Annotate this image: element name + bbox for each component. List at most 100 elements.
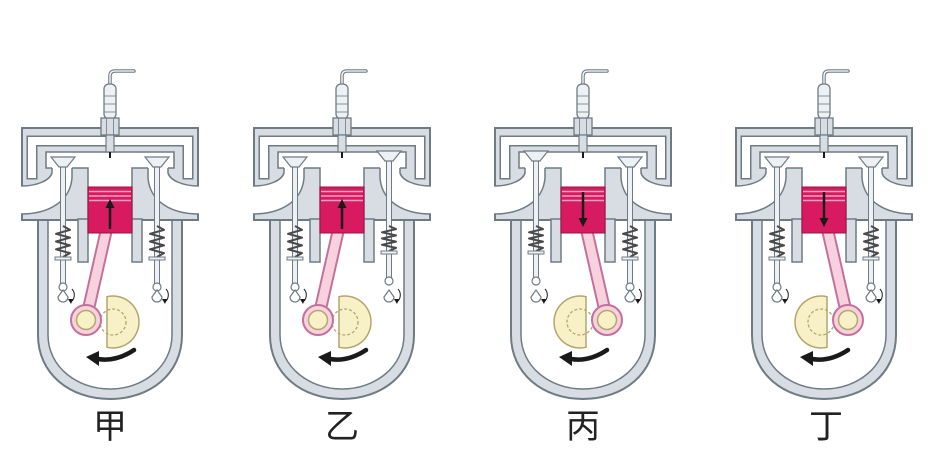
label-ding: 丁 (809, 407, 843, 447)
exhaust-spring-retainer (380, 250, 398, 255)
cylinder-wall-left (791, 218, 803, 263)
exhaust-cam-arrowhead-icon (876, 299, 881, 304)
exhaust-valve (857, 156, 885, 168)
exhaust-cam (151, 288, 163, 303)
spark-plug-hex-nut (814, 117, 834, 136)
spark-plug-body (578, 134, 588, 153)
exhaust-valve-spring (622, 225, 638, 258)
exhaust-valve (143, 156, 171, 168)
cylinder-wall-left (77, 218, 89, 263)
intake-port-outline (252, 168, 305, 215)
intake-port-outline (493, 168, 546, 215)
exhaust-valve-stem (868, 164, 874, 286)
spark-plug-body (105, 134, 115, 153)
exhaust-port-outline (379, 168, 432, 215)
intake-port-outline (734, 168, 787, 215)
exhaust-cam-arrowhead-icon (162, 299, 167, 304)
spark-plug-wire (582, 70, 608, 87)
exhaust-valve-stem (627, 164, 633, 286)
engine-1 (20, 69, 200, 401)
intake-cam-arrowhead-icon (68, 299, 73, 304)
rotation-arrowhead-icon (86, 351, 99, 366)
crank-pin (837, 309, 859, 331)
cylinder-wall-right (604, 218, 616, 263)
crank-pin (596, 309, 618, 331)
spark-plug-wire (341, 70, 367, 87)
spark-plug-hex-nut (100, 117, 120, 136)
exhaust-valve-spring (381, 225, 397, 252)
engine-2 (252, 69, 432, 401)
spark-plug-hex-nut (573, 117, 593, 136)
exhaust-port-outline (861, 168, 914, 215)
spark-plug-wire-outline (340, 69, 368, 88)
cylinder-wall-left (309, 218, 321, 263)
exhaust-cam (624, 288, 636, 303)
intake-cam (771, 288, 783, 303)
intake-valve-spring (528, 225, 544, 252)
spark-plug-insulator (817, 83, 831, 120)
spark-plug-wire-outline (581, 69, 609, 88)
spark-plug-body (819, 134, 829, 153)
label-yi: 乙 (325, 407, 359, 447)
crank-pin (307, 309, 329, 331)
exhaust-valve (375, 150, 403, 162)
intake-valve (49, 156, 77, 168)
label-bing: 丙 (566, 407, 600, 447)
label-jia: 甲 (93, 407, 127, 447)
spark-plug-wire-outline (108, 69, 136, 88)
intake-valve (522, 150, 550, 162)
intake-cam-arrowhead-icon (541, 299, 546, 304)
spark-plug-body (337, 134, 347, 153)
intake-cam-arrowhead-icon (782, 299, 787, 304)
engine-4 (734, 69, 914, 401)
engine-3 (493, 69, 673, 401)
exhaust-valve (616, 156, 644, 168)
intake-spring-retainer (286, 256, 304, 261)
intake-cam (530, 288, 542, 303)
piston-direction-arrowhead-icon (337, 199, 347, 208)
spark-plug-wire-outline (822, 69, 850, 88)
intake-valve-spring (55, 225, 71, 258)
intake-valve-spring (287, 225, 303, 258)
exhaust-valve-stem (386, 158, 392, 280)
piston-direction-arrowhead-icon (105, 199, 115, 208)
rotation-arrow-icon (327, 347, 369, 362)
intake-valve (763, 156, 791, 168)
intake-cam-arrowhead-icon (300, 299, 305, 304)
intake-port-outline (20, 168, 73, 215)
cylinder-wall-left (550, 218, 562, 263)
spark-plug-insulator (335, 83, 349, 120)
exhaust-tappet (384, 276, 394, 286)
exhaust-port-outline (147, 168, 200, 215)
rotation-arrowhead-icon (559, 351, 572, 366)
exhaust-cam-arrowhead-icon (394, 299, 399, 304)
spark-plug-insulator (103, 83, 117, 120)
rotation-arrowhead-icon (800, 351, 813, 366)
piston-direction-arrowhead-icon (578, 218, 588, 227)
cylinder-wall-right (845, 218, 857, 263)
exhaust-port-outline (620, 168, 673, 215)
exhaust-cam-arrowhead-icon (635, 299, 640, 304)
spark-plug-wire (109, 70, 135, 87)
intake-valve-spring (769, 225, 785, 258)
rotation-arrow-icon (809, 347, 851, 362)
exhaust-spring-retainer (621, 256, 639, 261)
crank-pin (75, 309, 97, 331)
exhaust-cam (383, 288, 395, 303)
intake-valve (281, 156, 309, 168)
intake-valve-stem (292, 164, 298, 286)
intake-valve-stem (774, 164, 780, 286)
intake-spring-retainer (527, 250, 545, 255)
intake-cam (57, 288, 69, 303)
intake-spring-retainer (54, 256, 72, 261)
intake-valve-stem (533, 158, 539, 280)
intake-spring-retainer (768, 256, 786, 261)
intake-tappet (531, 276, 541, 286)
exhaust-valve-stem (154, 164, 160, 286)
exhaust-spring-retainer (862, 256, 880, 261)
piston-direction-arrowhead-icon (819, 218, 829, 227)
intake-cam (289, 288, 301, 303)
rotation-arrow-icon (568, 347, 610, 362)
exhaust-valve-spring (863, 225, 879, 258)
